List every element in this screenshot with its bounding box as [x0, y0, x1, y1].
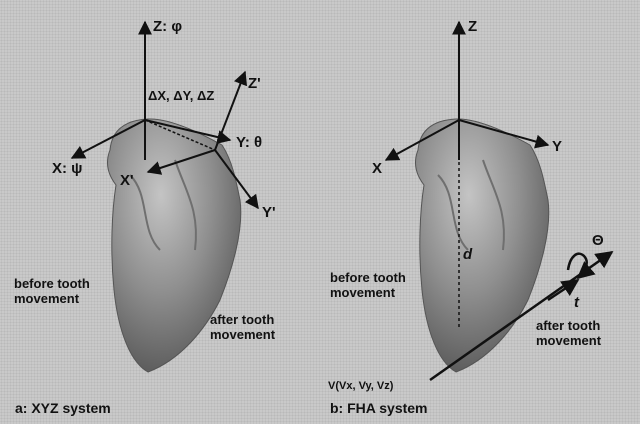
label-theta-b: Θ — [592, 232, 604, 249]
label-x-b: X — [372, 160, 382, 177]
label-after-a: after tooth movement — [210, 312, 275, 342]
label-y-theta-a: Y: θ — [236, 134, 262, 151]
label-before-b: before tooth movement — [330, 270, 406, 300]
label-xprime-a: X' — [120, 172, 134, 189]
label-v-b: V(Vx, Vy, Vz) — [328, 380, 393, 393]
label-x-psi-a: X: ψ — [52, 160, 82, 177]
label-after-b: after tooth movement — [536, 318, 601, 348]
label-before-a: before tooth movement — [14, 276, 90, 306]
caption-a: a: XYZ system — [15, 400, 111, 417]
label-t-b: t — [574, 294, 579, 311]
label-delta-a: ΔX, ΔY, ΔZ — [148, 88, 214, 103]
caption-b: b: FHA system — [330, 400, 428, 417]
tooth-b — [416, 119, 549, 372]
label-z-b: Z — [468, 18, 477, 35]
label-z-phi-a: Z: φ — [153, 18, 182, 35]
label-y-b: Y — [552, 138, 562, 155]
label-d-b: d — [463, 246, 472, 263]
label-yprime-a: Y' — [262, 204, 276, 221]
label-zprime-a: Z' — [248, 75, 261, 92]
rotation-theta-b — [568, 254, 587, 278]
